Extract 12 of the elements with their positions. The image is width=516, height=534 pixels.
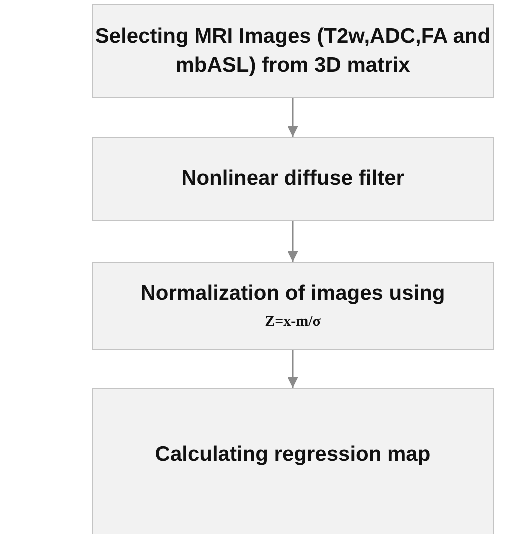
box-text: Calculating regression map	[155, 442, 431, 468]
arrow	[288, 221, 298, 262]
box-text: Selecting MRI Images (T2w,ADC,FA and mbASL) from 3D matrix	[94, 24, 492, 79]
arrow	[288, 98, 298, 137]
box-text: Nonlinear diffuse filter	[182, 166, 404, 192]
box-text: Normalization of images using	[140, 280, 446, 307]
arrow	[288, 350, 298, 388]
process-box	[92, 262, 494, 350]
process-box	[92, 4, 494, 98]
process-box	[92, 388, 494, 534]
process-box	[92, 137, 494, 221]
formula-text: Z=x-m/σ	[265, 313, 321, 332]
